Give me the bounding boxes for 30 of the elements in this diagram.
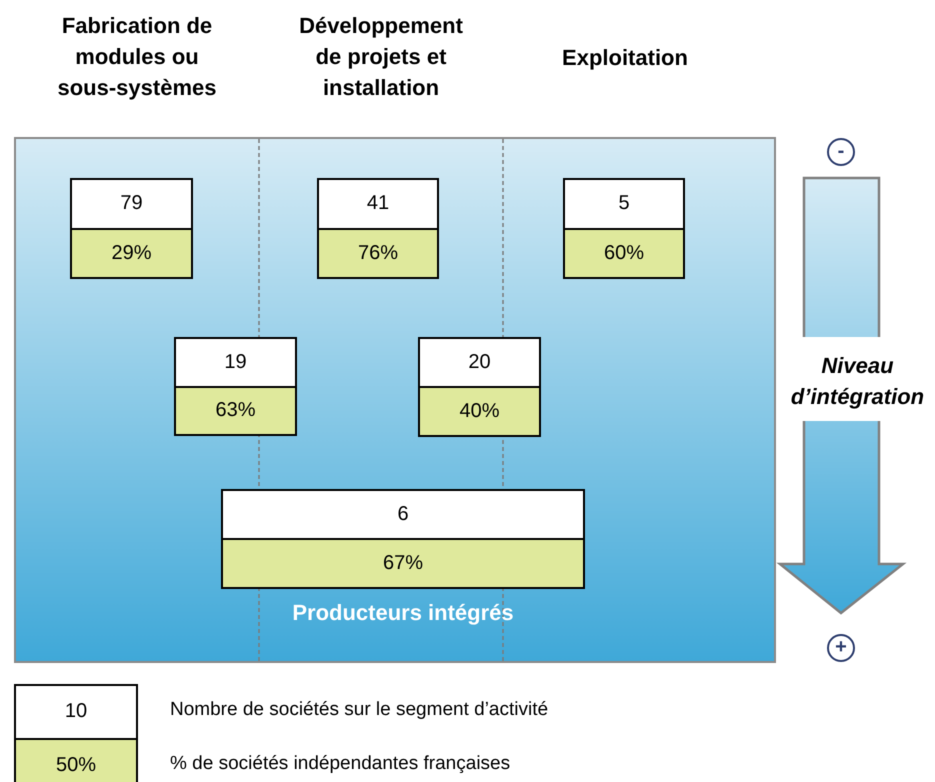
column-heading: Fabrication de modules ou sous-systèmes xyxy=(56,12,218,102)
legend-text: Nombre de sociétés sur le segment d’activité xyxy=(170,699,548,721)
independent-share: 29% xyxy=(72,228,191,277)
scale-sign: - xyxy=(827,138,855,166)
stat-box xyxy=(174,337,297,436)
company-count: 6 xyxy=(223,491,583,538)
sample-value: 50% xyxy=(54,754,98,777)
company-count: 20 xyxy=(420,339,539,386)
legend-text: % de sociétés indépendantes françaises xyxy=(170,753,510,775)
segment-panel xyxy=(14,137,776,663)
sample-value: 10 xyxy=(64,700,88,723)
group-caption: Producteurs intégrés xyxy=(291,600,515,626)
independent-share: 67% xyxy=(223,538,583,587)
stat-box xyxy=(70,178,193,279)
column-heading: Exploitation xyxy=(561,44,689,72)
axis-title: Niveau d’intégration xyxy=(790,352,926,411)
stat-box xyxy=(221,489,585,589)
independent-share: 40% xyxy=(420,386,539,435)
independent-share: 63% xyxy=(176,386,295,434)
column-heading: Développement de projets et installation xyxy=(298,12,464,102)
company-count: 19 xyxy=(176,339,295,386)
stat-box xyxy=(563,178,685,279)
stat-box xyxy=(317,178,439,279)
company-count: 79 xyxy=(72,180,191,228)
company-count: 41 xyxy=(319,180,437,228)
stat-box xyxy=(418,337,541,437)
independent-share: 76% xyxy=(319,228,437,277)
scale-sign: + xyxy=(827,634,855,662)
company-count: 5 xyxy=(565,180,683,228)
independent-share: 60% xyxy=(565,228,683,277)
